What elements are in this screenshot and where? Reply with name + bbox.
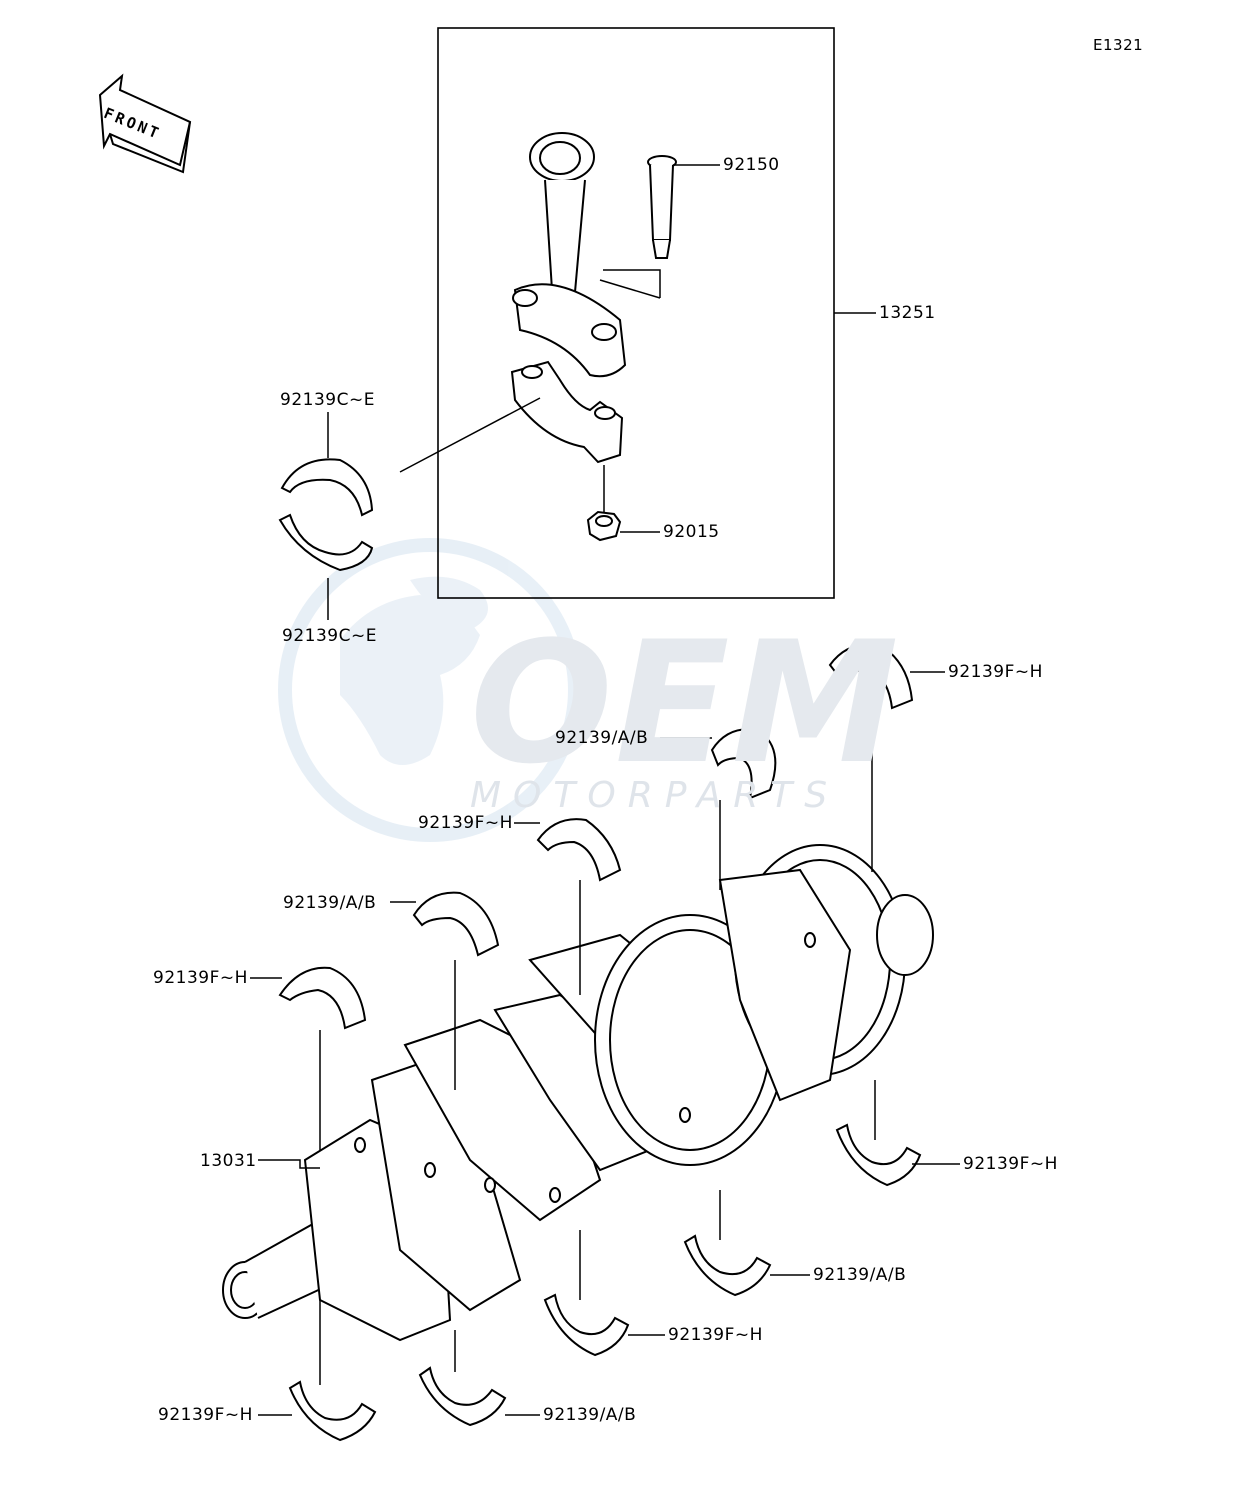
diagram-code: E1321 — [1093, 36, 1144, 54]
watermark-brand: OEM — [470, 605, 901, 801]
label-main-lower-5[interactable]: 92139F~H — [963, 1154, 1058, 1174]
connecting-rod — [512, 132, 627, 378]
nut-92015 — [586, 510, 622, 542]
leader-lines — [250, 164, 960, 1416]
conrod-cap — [510, 360, 624, 464]
label-conrod-bearing-upper[interactable]: 92139C~E — [280, 390, 375, 410]
front-arrow-icon — [98, 73, 192, 174]
label-conrod-assy[interactable]: 13251 — [879, 303, 936, 323]
label-bolt[interactable]: 92150 — [723, 155, 780, 175]
label-main-upper-2[interactable]: 92139/A/B — [283, 893, 377, 913]
conrod-kit-box — [437, 27, 835, 599]
label-main-upper-1[interactable]: 92139F~H — [153, 968, 248, 988]
label-main-lower-4[interactable]: 92139/A/B — [813, 1265, 907, 1285]
main-bearings — [278, 643, 922, 1442]
label-nut[interactable]: 92015 — [663, 522, 720, 542]
label-main-upper-3[interactable]: 92139F~H — [418, 813, 513, 833]
label-main-upper-5[interactable]: 92139F~H — [948, 662, 1043, 682]
watermark-globe-icon — [278, 538, 582, 842]
conrod-bearings — [278, 458, 374, 572]
watermark-sub: MOTORPARTS — [470, 775, 840, 816]
bolt-92150 — [647, 155, 677, 259]
label-main-lower-2[interactable]: 92139/A/B — [543, 1405, 637, 1425]
label-conrod-bearing-lower[interactable]: 92139C~E — [282, 626, 377, 646]
label-main-upper-4[interactable]: 92139/A/B — [555, 728, 649, 748]
label-main-lower-1[interactable]: 92139F~H — [158, 1405, 253, 1425]
label-crankshaft[interactable]: 13031 — [200, 1151, 257, 1171]
label-main-lower-3[interactable]: 92139F~H — [668, 1325, 763, 1345]
crankshaft — [222, 844, 934, 1342]
